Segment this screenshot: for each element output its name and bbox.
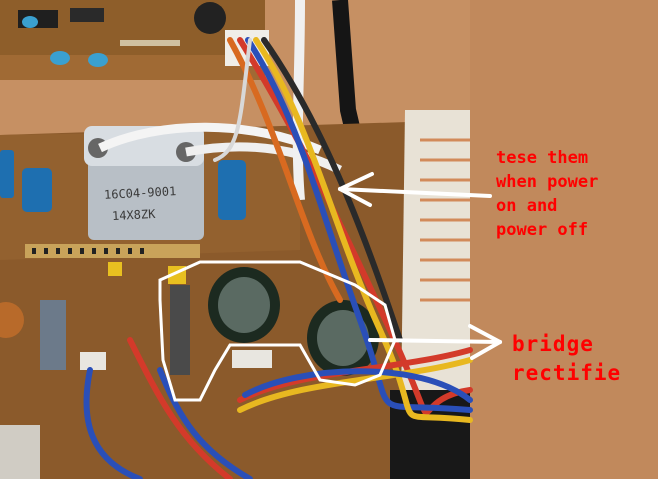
- blue-cap-3: [22, 16, 38, 28]
- transformer-top: [84, 126, 204, 166]
- white-cable-3: [292, 0, 305, 201]
- blue-cap-2: [88, 53, 108, 67]
- bridge-outline: [158, 260, 397, 402]
- large-capacitor-right-top: [317, 310, 369, 366]
- blue-capacitor-b: [22, 168, 52, 212]
- white-cable-2: [185, 142, 343, 175]
- blue-capacitor-c: [218, 160, 246, 220]
- blue-cap-1: [50, 51, 70, 65]
- toroid-coil: [0, 302, 24, 338]
- yellow-trimmer: [108, 262, 122, 276]
- upper-board-edge: [0, 55, 265, 80]
- heatsink-fins: [420, 138, 470, 302]
- resistor-row: [120, 40, 180, 46]
- header-pins: [32, 248, 144, 254]
- bottom-right-dark-part: [390, 390, 470, 479]
- bridge-rectifier-annotation: bridge rectifie: [512, 332, 622, 385]
- bridge-rectifier-body: [170, 285, 190, 375]
- upper-chip-2: [70, 8, 104, 22]
- connector-1: [80, 352, 106, 370]
- right-background-panel: [470, 0, 658, 479]
- header-strip: [25, 244, 200, 258]
- bottom-left-housing: [0, 425, 40, 479]
- blue-capacitor-a: [0, 150, 14, 198]
- upper-capacitor: [194, 2, 226, 34]
- arrow-to-bridge: [368, 324, 502, 360]
- arrow-to-test-points: [338, 172, 492, 207]
- test-points-annotation: tese them when power on and power off: [496, 148, 599, 240]
- gray-block: [40, 300, 66, 370]
- large-capacitor-left-top: [218, 277, 270, 333]
- connector-2: [232, 350, 272, 368]
- transformer-code: 14X8ZK: [111, 206, 156, 224]
- transformer-body: [88, 150, 204, 240]
